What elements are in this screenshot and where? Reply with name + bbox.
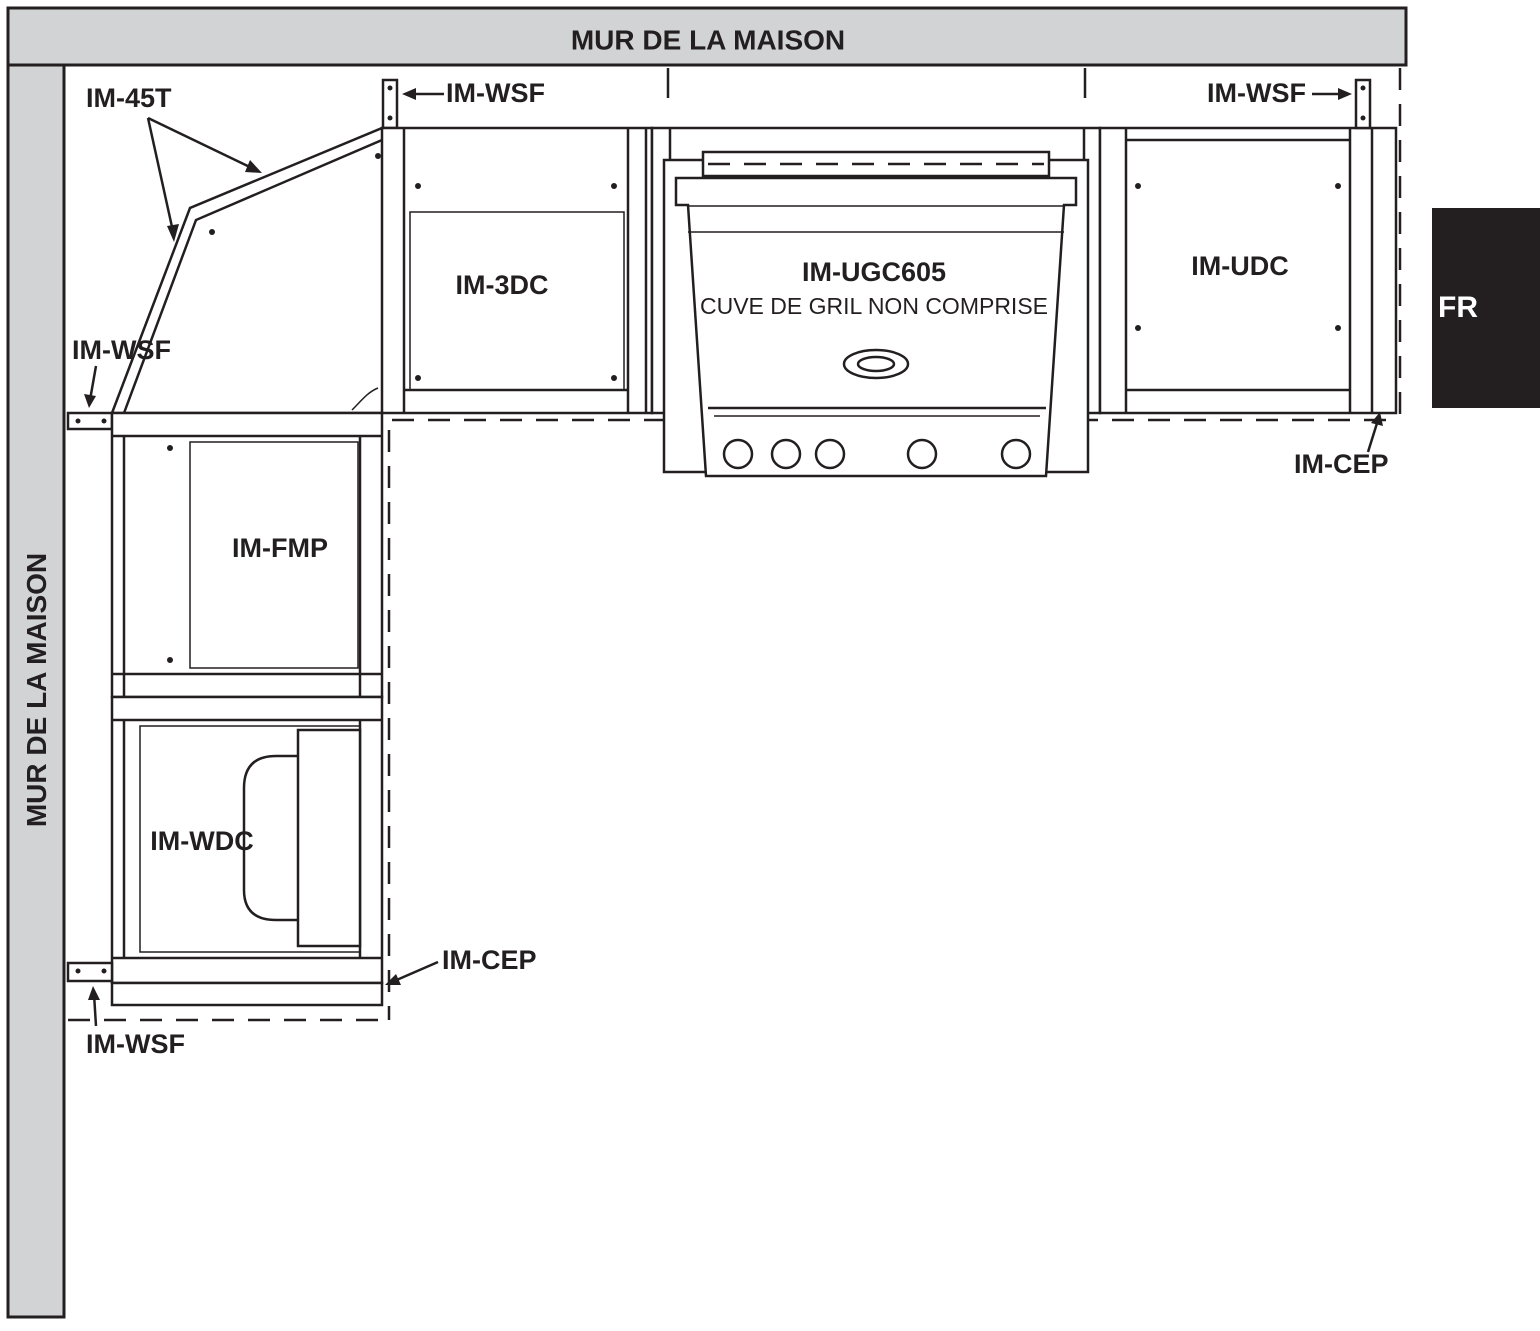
fridge-cabinet-label: IM-FMP bbox=[232, 533, 328, 563]
grill-cabinet bbox=[650, 126, 1102, 478]
wsf-callout-bottom: IM-WSF bbox=[86, 1029, 185, 1059]
waste-drawer-cabinet-label: IM-WDC bbox=[150, 826, 253, 856]
side-filler-post-right bbox=[1354, 78, 1372, 130]
language-tab: FR bbox=[1432, 208, 1540, 408]
cep-callout-bottom: IM-CEP bbox=[442, 945, 537, 975]
cep-callout-right: IM-CEP bbox=[1294, 449, 1389, 479]
double-door-cabinet-label: IM-UDC bbox=[1191, 251, 1288, 281]
wsf-callout-top-left: IM-WSF bbox=[446, 78, 545, 108]
top-wall bbox=[6, 6, 1408, 67]
callout-arrows bbox=[84, 88, 1383, 1027]
wsf-callout-left: IM-WSF bbox=[72, 335, 171, 365]
left-wall bbox=[6, 63, 66, 1319]
top-wall-label: MUR DE LA MAISON bbox=[571, 24, 845, 55]
wsf-callout-top-right: IM-WSF bbox=[1207, 78, 1306, 108]
waste-drawer-cabinet bbox=[110, 695, 384, 1007]
drawer-cabinet bbox=[380, 126, 654, 415]
corner-label: IM-45T bbox=[86, 83, 172, 113]
double-door-cabinet bbox=[1098, 126, 1398, 415]
side-filler-bottom bbox=[66, 961, 114, 983]
drawer-cabinet-label: IM-3DC bbox=[456, 270, 549, 300]
grill-label: IM-UGC605 bbox=[802, 257, 946, 287]
left-wall-label: MUR DE LA MAISON bbox=[21, 553, 52, 827]
language-tab-label: FR bbox=[1438, 291, 1478, 324]
fridge-cabinet bbox=[110, 411, 384, 699]
grill-note: CUVE DE GRIL NON COMPRISE bbox=[700, 293, 1048, 319]
